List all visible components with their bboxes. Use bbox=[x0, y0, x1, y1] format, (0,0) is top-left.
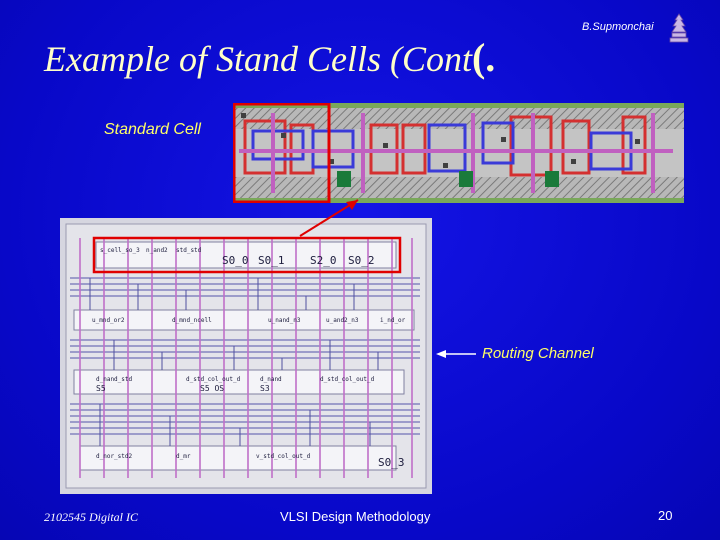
cell-label: v_std_col_out_d bbox=[256, 453, 311, 460]
course-code: 2102545 Digital IC bbox=[44, 510, 139, 524]
cell-label: d_std_col_out_d bbox=[186, 376, 241, 383]
slide-title-text: Example of Stand Cells (Cont bbox=[44, 39, 472, 79]
cell-label: S0_1 bbox=[258, 254, 285, 267]
page-number: 20 bbox=[658, 508, 673, 523]
cell-label: u_mnd_or2 bbox=[92, 317, 125, 324]
routed-layout-image: s_cell_so_3 n_and2 std_std S0_0 S0_1 S2_… bbox=[60, 218, 432, 494]
standard-cell-label: Standard Cell bbox=[104, 121, 201, 138]
cell-label: S5 bbox=[96, 384, 106, 393]
slide-title-paren: (. bbox=[471, 35, 496, 80]
cell-label: S0_3 bbox=[378, 456, 405, 469]
cell-label: d_mnd_ncell bbox=[172, 317, 212, 324]
slide-title: Example of Stand Cells (Cont(. bbox=[44, 34, 495, 81]
standard-cell-layout-image bbox=[233, 103, 684, 203]
cell-label: d_mr bbox=[176, 453, 191, 460]
cell-label: d_nor_std2 bbox=[96, 453, 133, 460]
cell-label: d_nand bbox=[260, 376, 282, 383]
cell-label: S0_2 bbox=[348, 254, 375, 267]
cell-label: S5 OS bbox=[200, 384, 224, 393]
routing-channel-label: Routing Channel bbox=[482, 345, 594, 362]
cell-label: std_std bbox=[176, 247, 202, 254]
cell-label: u_and2_n3 bbox=[326, 317, 359, 324]
cell-label: d_nand_std bbox=[96, 376, 133, 383]
cell-label: S2_0 bbox=[310, 254, 337, 267]
university-emblem-icon bbox=[669, 13, 689, 43]
cell-label: u_nand_n3 bbox=[268, 317, 301, 324]
course-title: VLSI Design Methodology bbox=[280, 509, 431, 524]
cell-label: n_and2 bbox=[146, 247, 168, 254]
cell-label: S0_0 bbox=[222, 254, 249, 267]
cell-label: s_cell_so_3 bbox=[100, 247, 140, 254]
cell-label: i_nd_or bbox=[380, 317, 406, 324]
author-name: B.Supmonchai bbox=[582, 21, 654, 33]
cell-label: S3 bbox=[260, 384, 270, 393]
cell-label: d_std_col_out_d bbox=[320, 376, 375, 383]
